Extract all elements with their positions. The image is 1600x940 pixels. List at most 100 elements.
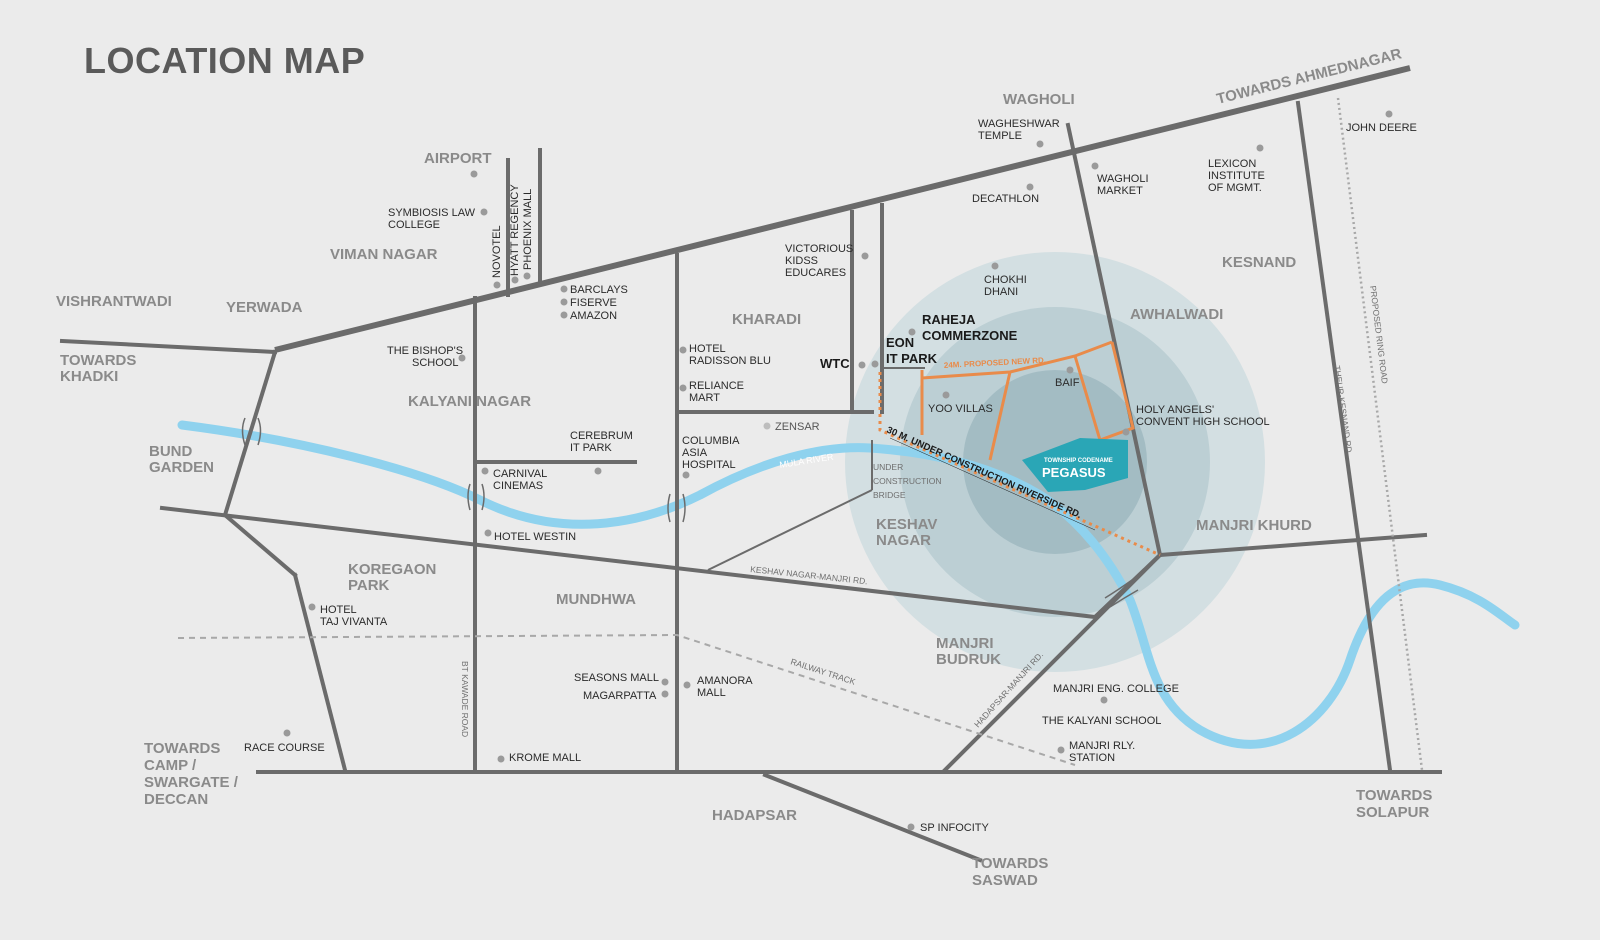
label-decathlon: DECATHLON <box>972 193 1039 205</box>
label-fiserve: FISERVE <box>570 297 617 309</box>
label-eon-1: EON <box>886 335 914 350</box>
towards-saswad-label-1: TOWARDS <box>972 855 1048 872</box>
label-radisson-1: HOTEL <box>689 343 726 355</box>
area-bund-garden-2: GARDEN <box>149 459 214 476</box>
label-victorious-1: VICTORIOUS <box>785 243 853 255</box>
label-wagheshwar-1: WAGHESHWAR <box>978 118 1060 130</box>
towards-solapur-label-2: SOLAPUR <box>1356 804 1430 821</box>
label-john-deere: JOHN DEERE <box>1346 122 1417 134</box>
label-eon-2: IT PARK <box>886 351 938 366</box>
label-wagholi-market-1: WAGHOLI <box>1097 173 1149 185</box>
area-hadapsar: HADAPSAR <box>712 807 797 824</box>
label-columbia-3: HOSPITAL <box>682 459 736 471</box>
area-mundhwa: MUNDHWA <box>556 591 636 608</box>
label-sp-infocity: SP INFOCITY <box>920 822 990 834</box>
area-bund-garden-1: BUND <box>149 443 192 460</box>
label-carnival-2: CINEMAS <box>493 480 543 492</box>
label-manjri-eng: MANJRI ENG. COLLEGE <box>1053 683 1179 695</box>
label-cerebrum-1: CEREBRUM <box>570 430 633 442</box>
label-barclays: BARCLAYS <box>570 284 628 296</box>
area-manjri-budruk-2: BUDRUK <box>936 651 1001 668</box>
mula-river <box>177 420 1520 749</box>
project-caption: TOWNSHIP CODENAME <box>1044 458 1113 464</box>
label-magarpatta: MAGARPATTA <box>583 690 657 702</box>
label-taj-2: TAJ VIVANTA <box>320 616 388 628</box>
label-cerebrum-2: IT PARK <box>570 442 612 454</box>
towards-camp-label-1: TOWARDS <box>144 740 220 757</box>
area-manjri-budruk-1: MANJRI <box>936 635 994 652</box>
area-kesnand: KESNAND <box>1222 254 1296 271</box>
area-wagholi: WAGHOLI <box>1003 91 1075 108</box>
label-baif: BAIF <box>1055 377 1080 389</box>
towards-camp-label-4: DECCAN <box>144 791 208 808</box>
label-symbiosis-1: SYMBIOSIS LAW <box>388 207 476 219</box>
area-keshav-nagar-2: NAGAR <box>876 532 931 549</box>
label-westin: HOTEL WESTIN <box>494 531 576 543</box>
label-bishops-2: SCHOOL <box>412 357 458 369</box>
area-vishrantwadi: VISHRANTWADI <box>56 293 172 310</box>
label-reliance-2: MART <box>689 392 720 404</box>
proposed-roads <box>920 340 1135 461</box>
label-manjri-rly-2: STATION <box>1069 752 1115 764</box>
label-bt-kawade-road: BT KAWADE ROAD <box>460 661 470 737</box>
area-manjri-khurd: MANJRI KHURD <box>1196 517 1312 534</box>
label-bishops-1: THE BISHOP'S <box>387 345 463 357</box>
label-columbia-2: ASIA <box>682 447 708 459</box>
bridge-markers <box>241 417 1139 608</box>
label-novotel: NOVOTEL <box>491 225 503 278</box>
label-hyatt: HYATT REGENCY <box>509 184 521 276</box>
label-krome: KROME MALL <box>509 752 581 764</box>
label-zensar: ZENSAR <box>775 421 820 433</box>
label-kalyani-school: THE KALYANI SCHOOL <box>1042 715 1161 727</box>
label-theur-kesnand-road: THEUR-KESNAND RD. <box>1332 365 1354 456</box>
area-viman-nagar: VIMAN NAGAR <box>330 246 438 263</box>
label-taj-1: HOTEL <box>320 604 357 616</box>
label-radisson-2: RADISSON BLU <box>689 355 771 367</box>
label-amanora-1: AMANORA <box>697 675 753 687</box>
label-amanora-2: MALL <box>697 687 726 699</box>
label-lexicon-2: INSTITUTE <box>1208 170 1265 182</box>
label-race-course: RACE COURSE <box>244 742 325 754</box>
towards-khadki-label-1: TOWARDS <box>60 352 136 369</box>
area-keshav-nagar-1: KESHAV <box>876 516 937 533</box>
label-bridge-3: BRIDGE <box>873 490 906 500</box>
label-lexicon-3: OF MGMT. <box>1208 182 1262 194</box>
label-victorious-3: EDUCARES <box>785 267 846 279</box>
area-koregaon-park-1: KOREGAON <box>348 561 436 578</box>
towards-solapur-label-1: TOWARDS <box>1356 787 1432 804</box>
railway-track <box>177 633 1076 766</box>
label-chokhi-2: DHANI <box>984 286 1018 298</box>
label-holy-1: HOLY ANGELS' <box>1136 404 1214 416</box>
label-holy-2: CONVENT HIGH SCHOOL <box>1136 416 1270 428</box>
towards-camp-label-3: SWARGATE / <box>144 774 239 791</box>
riverside-road <box>878 372 1161 557</box>
landmark-dots <box>283 110 1393 831</box>
label-amazon: AMAZON <box>570 310 617 322</box>
label-yoo-villas: YOO VILLAS <box>928 403 993 415</box>
label-lexicon-1: LEXICON <box>1208 158 1256 170</box>
area-kalyani-nagar: KALYANI NAGAR <box>408 393 531 410</box>
area-airport: AIRPORT <box>424 150 492 167</box>
area-koregaon-park-2: PARK <box>348 577 390 594</box>
label-carnival-1: CARNIVAL <box>493 468 547 480</box>
label-bridge-1: UNDER <box>873 462 903 472</box>
label-chokhi-1: CHOKHI <box>984 274 1027 286</box>
label-victorious-2: KIDSS <box>785 255 818 267</box>
label-manjri-rly-1: MANJRI RLY. <box>1069 740 1135 752</box>
label-wagholi-market-2: MARKET <box>1097 185 1143 197</box>
label-symbiosis-2: COLLEGE <box>388 219 440 231</box>
label-raheja-2: COMMERZONE <box>922 328 1018 343</box>
towards-khadki-label-2: KHADKI <box>60 368 118 385</box>
project-pegasus-site <box>1022 438 1128 492</box>
label-reliance-1: RELIANCE <box>689 380 744 392</box>
map-title: LOCATION MAP <box>84 40 366 81</box>
label-wtc: WTC <box>820 356 850 371</box>
riverside-road-bold <box>889 437 1096 531</box>
area-kharadi: KHARADI <box>732 311 801 328</box>
label-seasons: SEASONS MALL <box>574 672 659 684</box>
area-yerwada: YERWADA <box>226 299 303 316</box>
label-wagheshwar-2: TEMPLE <box>978 130 1022 142</box>
project-name: PEGASUS <box>1042 465 1106 480</box>
